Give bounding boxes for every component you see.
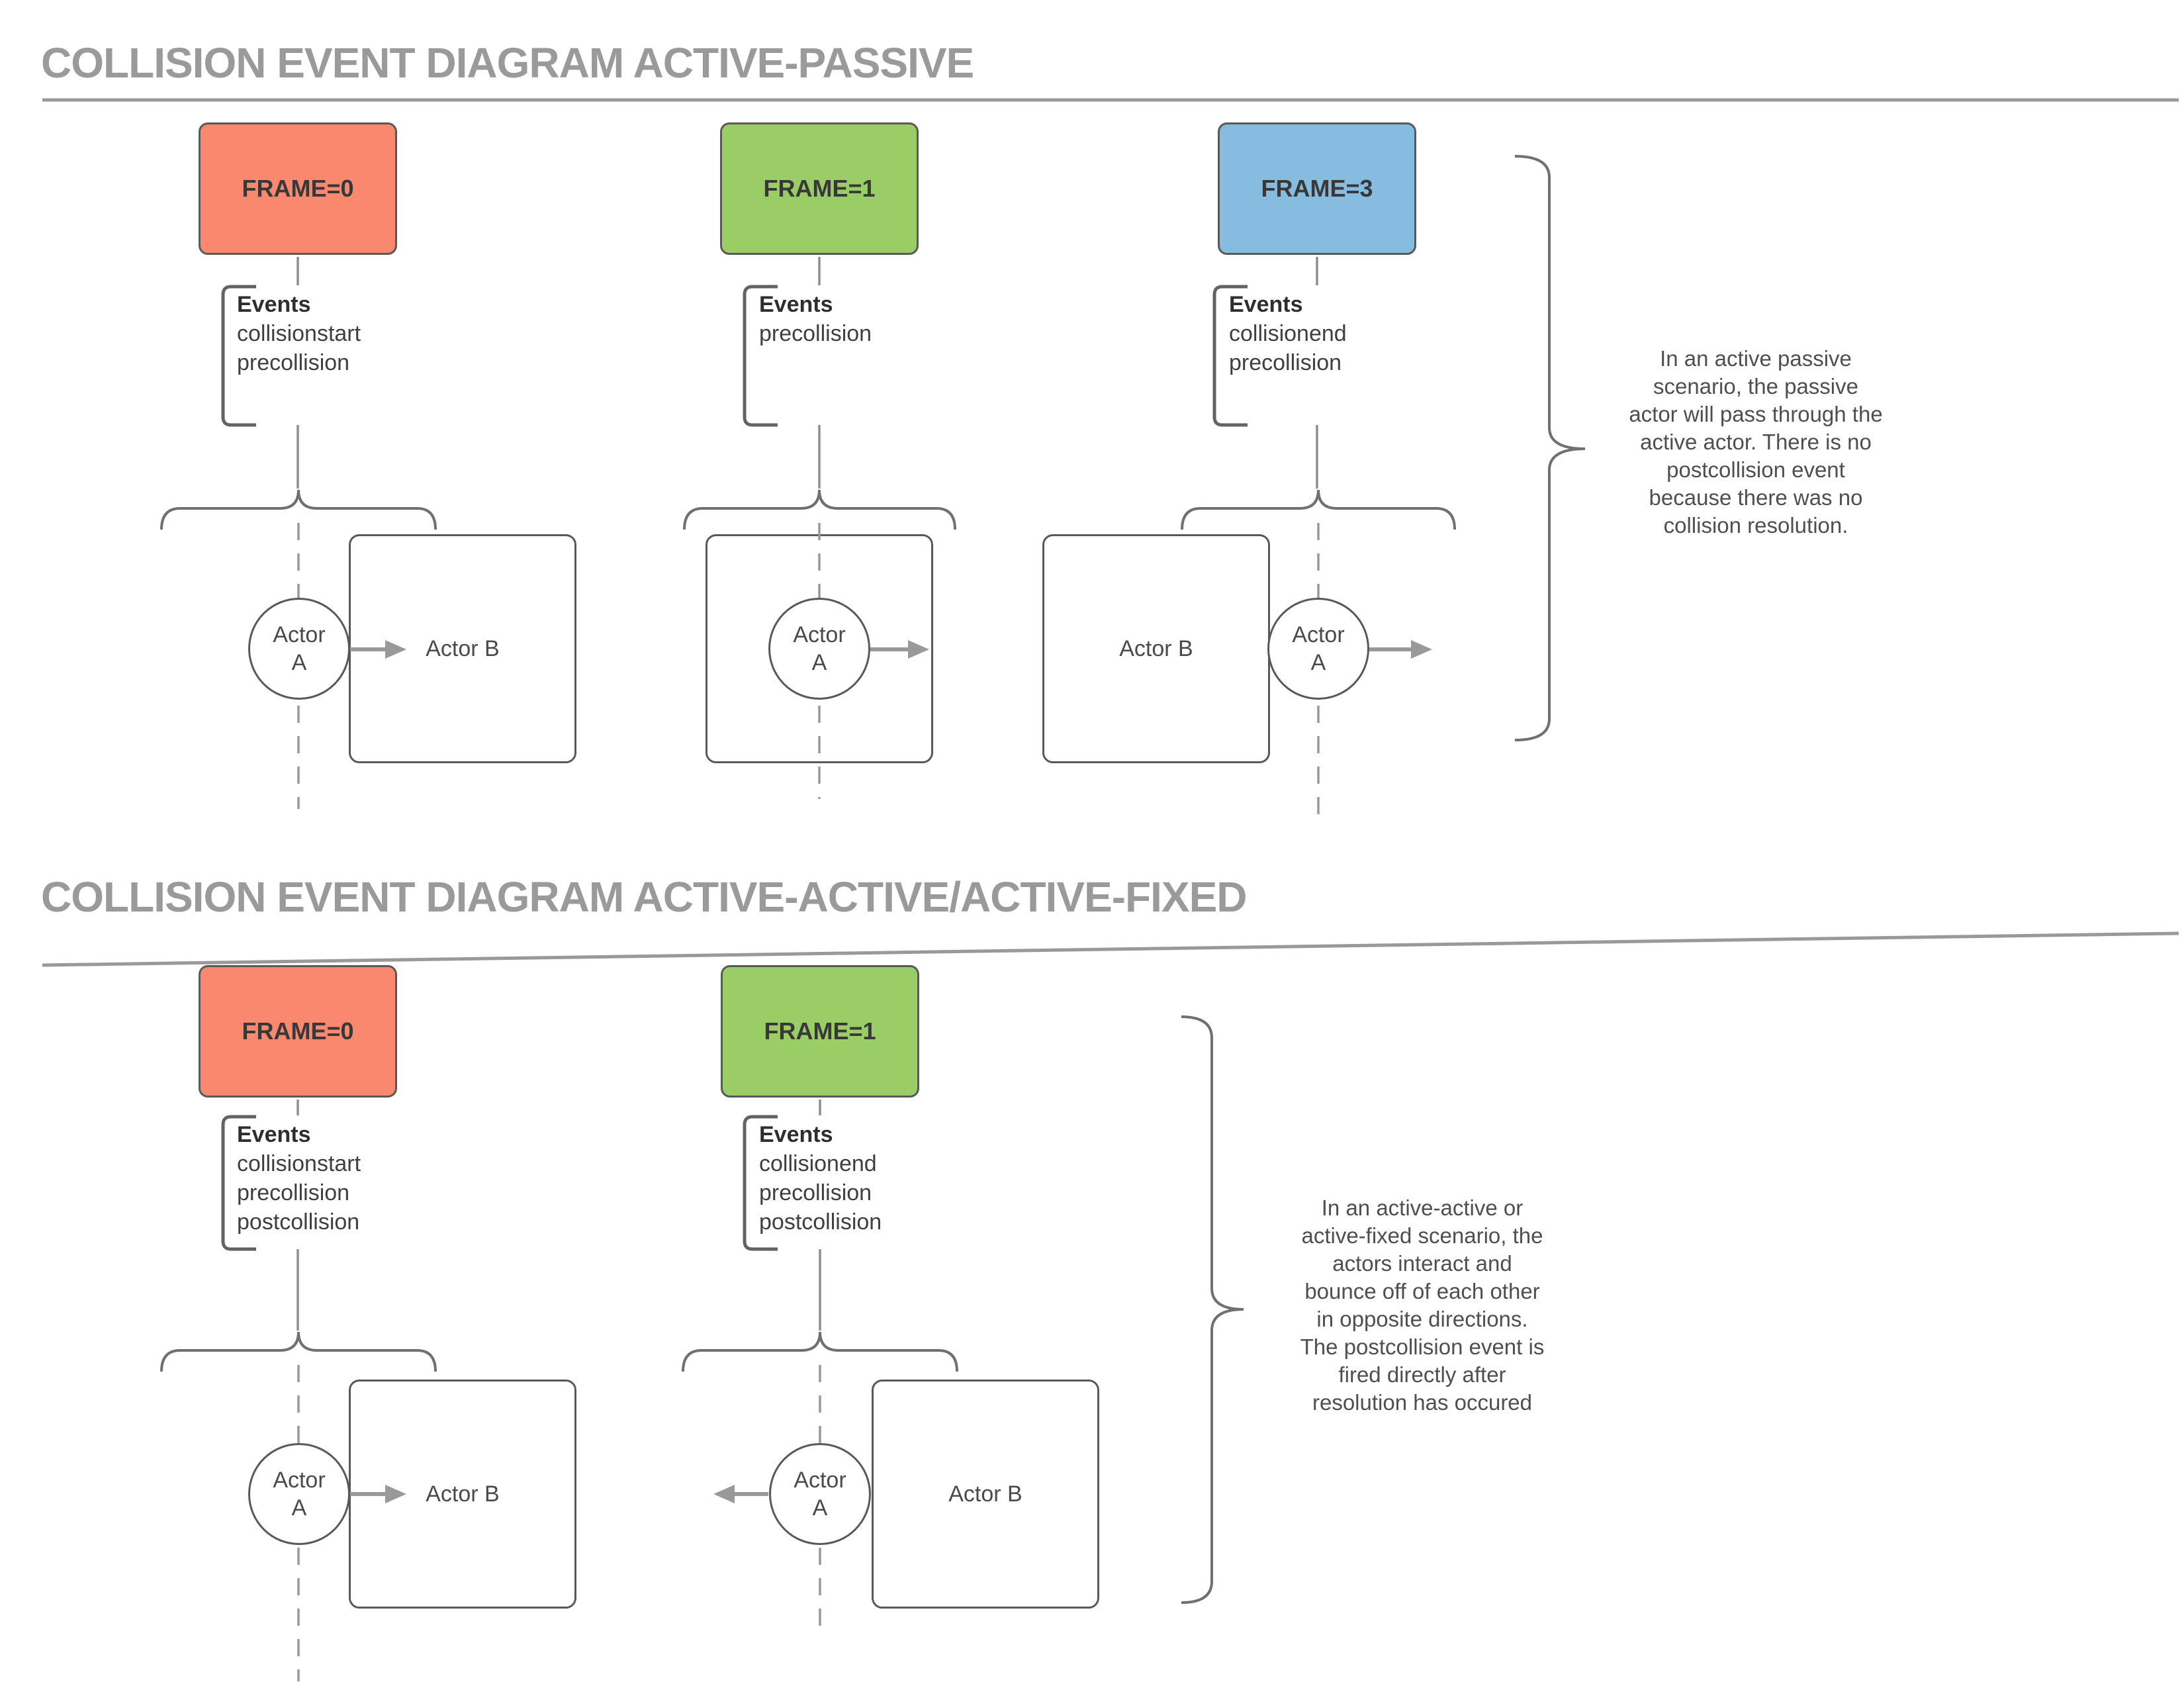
note-line: actors interact and (1332, 1251, 1512, 1276)
timeline-brace-up (160, 1331, 437, 1372)
note-line: collision resolution. (1663, 513, 1848, 538)
actor-a-circle: Actor A (768, 598, 870, 700)
actor-a-circle: Actor A (248, 598, 350, 700)
actor-b-box: Actor B (349, 1380, 576, 1609)
actor-b-box: Actor B (1042, 534, 1270, 763)
event-item: precollision (1229, 350, 1342, 375)
note-line: active-fixed scenario, the (1301, 1223, 1543, 1248)
note-line: bounce off of each other (1304, 1279, 1540, 1303)
motion-arrow-head-right (1411, 640, 1432, 659)
frame-box-0: FRAME=0 (199, 965, 397, 1098)
event-item: collisionend (1229, 321, 1347, 346)
actor-a-circle: Actor A (769, 1443, 871, 1545)
event-item: postcollision (237, 1209, 360, 1235)
frame-box-3: FRAME=3 (1218, 122, 1416, 255)
events-list: Events collisionstart precollision postc… (237, 1120, 361, 1237)
event-item: collisionstart (237, 1151, 361, 1176)
frame-box-0: FRAME=0 (199, 122, 397, 255)
actor-b-label: Actor B (426, 635, 500, 661)
section2-title: COLLISION EVENT DIAGRAM ACTIVE-ACTIVE/AC… (41, 873, 1247, 921)
note-line: In an active passive (1660, 346, 1852, 371)
section2-divider-line (42, 931, 2179, 967)
note-line: The postcollision event is (1300, 1335, 1545, 1359)
note-line: active actor. There is no (1640, 430, 1872, 454)
timeline-brace-up (160, 489, 437, 530)
actor-a-label: Actor A (273, 622, 326, 675)
events-title: Events (759, 1122, 833, 1147)
actor-a-label: Actor A (793, 622, 846, 675)
actor-a-circle: Actor A (1267, 598, 1369, 700)
note-line: in opposite directions. (1316, 1307, 1528, 1331)
event-item: collisionstart (237, 321, 361, 346)
events-title: Events (237, 1122, 311, 1147)
event-item: postcollision (759, 1209, 882, 1235)
actor-a-label: Actor A (794, 1468, 846, 1521)
frame-box-1: FRAME=1 (720, 122, 919, 255)
timeline-brace-up (682, 1331, 958, 1372)
frame-label: FRAME=0 (242, 175, 354, 202)
event-item: precollision (759, 1180, 872, 1205)
note-line: because there was no (1649, 485, 1863, 510)
event-item: collisionend (759, 1151, 877, 1176)
section2-note: In an active-active or active-fixed scen… (1277, 1194, 1568, 1417)
actor-a-label: Actor A (273, 1468, 326, 1521)
frame-box-1: FRAME=1 (721, 965, 919, 1098)
actor-b-box: Actor B (872, 1380, 1099, 1609)
events-title: Events (237, 292, 311, 317)
event-item: precollision (237, 1180, 350, 1205)
actor-b-label: Actor B (1119, 635, 1193, 661)
motion-arrow-head-left (713, 1485, 735, 1503)
events-list: Events collisionend precollision postcol… (759, 1120, 882, 1237)
section1-note: In an active passive scenario, the passi… (1610, 345, 1901, 539)
frame-label: FRAME=0 (242, 1017, 354, 1045)
note-line: scenario, the passive (1653, 374, 1858, 399)
note-brace-right (1181, 1015, 1244, 1604)
frame-label: FRAME=1 (764, 1017, 876, 1045)
events-list: Events collisionend precollision (1229, 290, 1347, 377)
actor-a-circle: Actor A (248, 1443, 350, 1545)
actor-b-label: Actor B (426, 1481, 500, 1507)
note-line: fired directly after (1338, 1362, 1506, 1387)
note-brace-right (1514, 155, 1586, 741)
frame-label: FRAME=3 (1261, 175, 1373, 202)
actor-a-label: Actor A (1292, 622, 1345, 675)
events-list: Events collisionstart precollision (237, 290, 361, 377)
actor-b-box: Actor B (349, 534, 576, 763)
events-title: Events (1229, 292, 1303, 317)
event-item: precollision (759, 321, 872, 346)
frame-label: FRAME=1 (763, 175, 876, 202)
note-line: actor will pass through the (1629, 402, 1883, 426)
note-line: In an active-active or (1321, 1196, 1524, 1220)
events-title: Events (759, 292, 833, 317)
actor-b-label: Actor B (948, 1481, 1023, 1507)
timeline-brace-up (1181, 489, 1456, 530)
events-list: Events precollision (759, 290, 872, 348)
note-line: postcollision event (1666, 457, 1845, 482)
note-line: resolution has occured (1312, 1390, 1533, 1415)
timeline-brace-up (683, 489, 956, 530)
section1-title: COLLISION EVENT DIAGRAM ACTIVE-PASSIVE (41, 39, 974, 87)
event-item: precollision (237, 350, 350, 375)
